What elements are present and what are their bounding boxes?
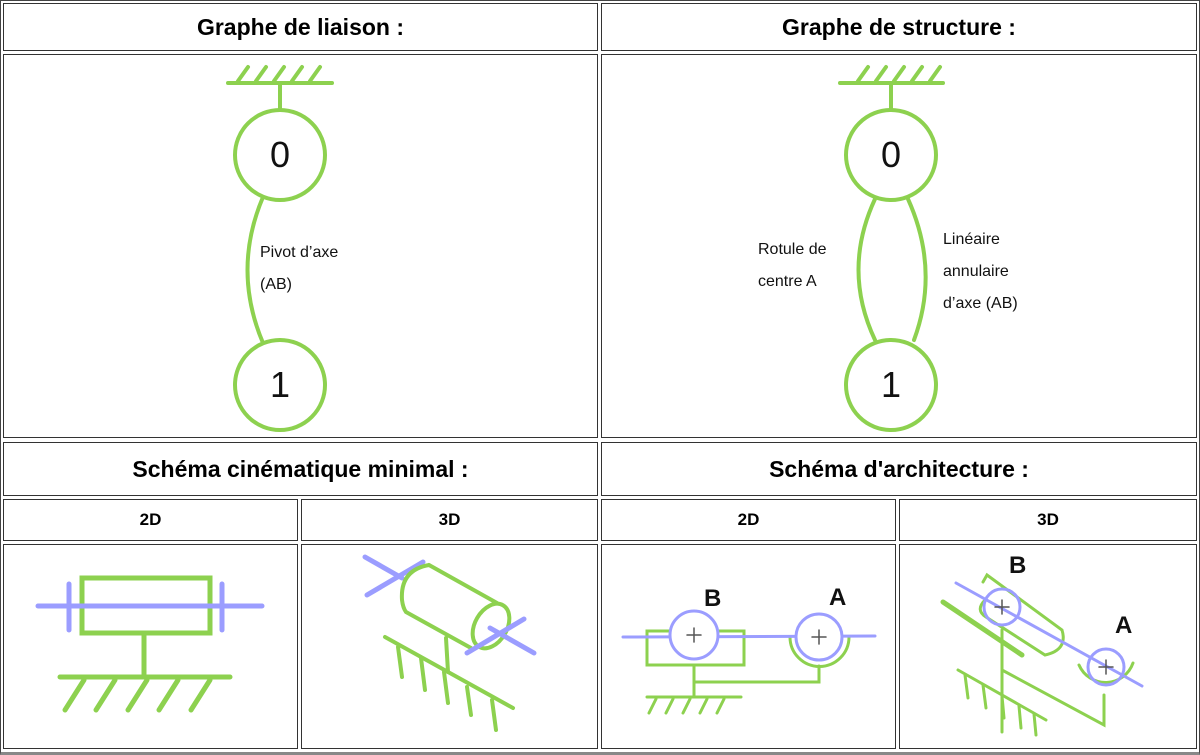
cinematique-2d-cell — [3, 544, 298, 749]
class-0-label: 0 — [269, 134, 291, 175]
cinematique-3d-cell — [301, 544, 598, 749]
lineaire-label-line1: Linéaire — [943, 231, 1000, 248]
header-graphe-structure: Graphe de structure : — [601, 3, 1197, 51]
subheader-architecture-2d: 2D — [601, 499, 896, 541]
point-a-3d-label: A — [1115, 612, 1133, 639]
subheader-cinematique-2d: 2D — [3, 499, 298, 541]
header-schema-cinematique: Schéma cinématique minimal : — [3, 442, 598, 496]
graphe-structure-cell — [601, 54, 1197, 438]
class-0-label: 0 — [880, 134, 902, 175]
point-b-2d-label: B — [704, 585, 722, 612]
class-1-label: 1 — [269, 364, 291, 405]
point-b-3d-label: B — [1009, 552, 1027, 579]
rotule-label-line1: Rotule de — [758, 241, 827, 258]
pivot-label-line2: (AB) — [260, 276, 292, 293]
graphe-liaison-cell — [3, 54, 598, 438]
point-a-2d-label: A — [829, 584, 847, 611]
lineaire-label-line3: d’axe (AB) — [943, 295, 1018, 312]
lineaire-label-line2: annulaire — [943, 263, 1009, 280]
class-1-label: 1 — [880, 364, 902, 405]
header-schema-architecture: Schéma d'architecture : — [601, 442, 1197, 496]
architecture-3d-cell — [899, 544, 1197, 749]
subheader-architecture-3d: 3D — [899, 499, 1197, 541]
header-graphe-liaison: Graphe de liaison : — [3, 3, 598, 51]
pivot-label-line1: Pivot d’axe — [260, 244, 339, 261]
architecture-2d-cell — [601, 544, 896, 749]
subheader-cinematique-3d: 3D — [301, 499, 598, 541]
rotule-label-line2: centre A — [758, 273, 817, 290]
